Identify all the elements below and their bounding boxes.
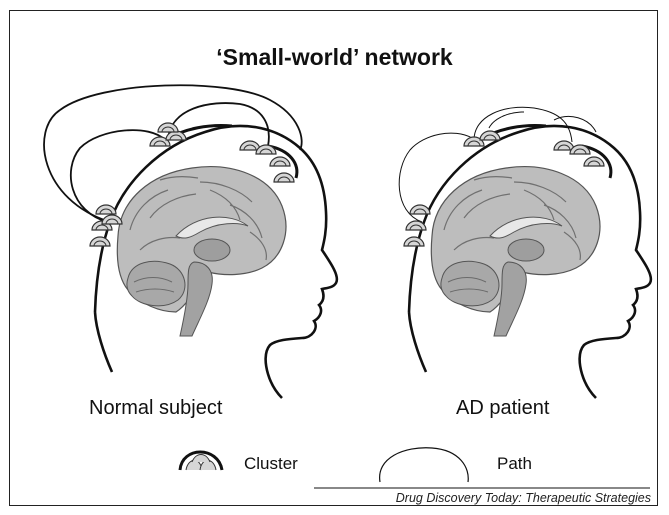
path-icon xyxy=(380,448,469,482)
normal-subject-label: Normal subject xyxy=(89,397,222,420)
normal-subject-head xyxy=(95,126,337,398)
cluster-icon xyxy=(180,452,222,470)
legend-path-label: Path xyxy=(497,454,532,474)
source-credit: Drug Discovery Today: Therapeutic Strate… xyxy=(396,491,651,505)
ad-patient-head xyxy=(409,126,651,398)
legend-cluster-label: Cluster xyxy=(244,454,298,474)
ad-patient-label: AD patient xyxy=(456,397,549,420)
